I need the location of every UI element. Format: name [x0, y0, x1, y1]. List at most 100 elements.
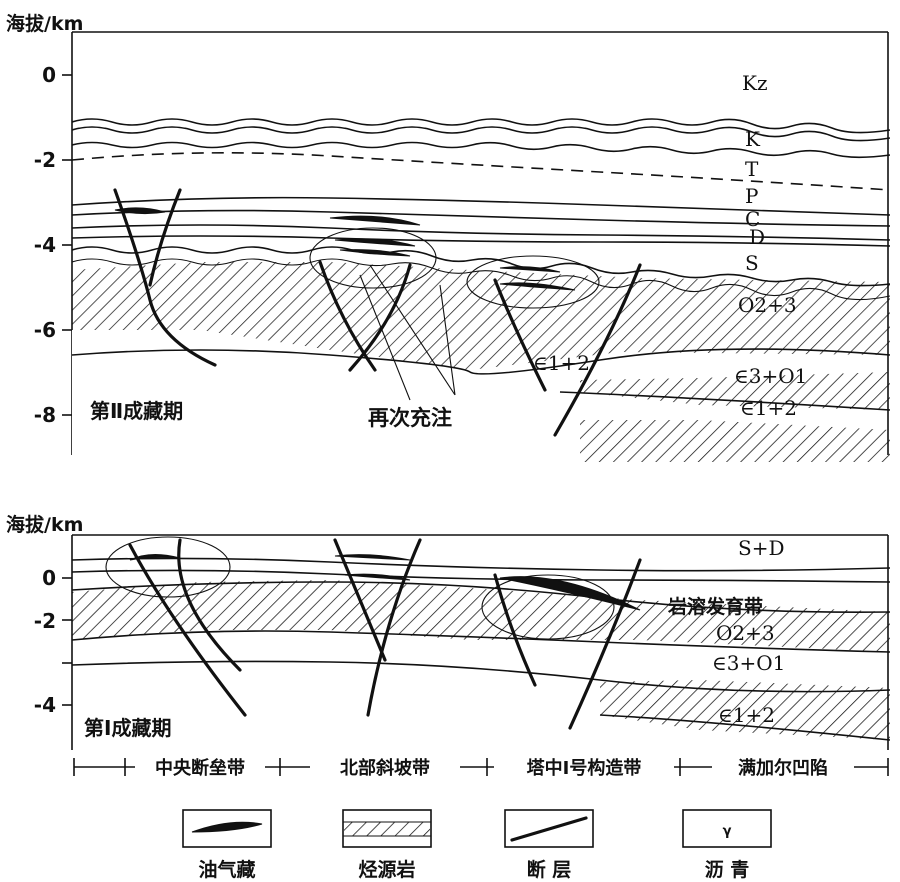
legend-label-bitumen: 沥 青	[705, 859, 750, 881]
strat-label-cambrian3-o1: ∈3+O1	[734, 364, 807, 388]
strat-label-d: D	[749, 225, 765, 249]
lower-tick-label: -4	[34, 693, 56, 717]
legend-item-fault: 断 层	[504, 809, 594, 881]
lower-strat-label-sd: S+D	[738, 536, 785, 560]
svg-text:γ: γ	[723, 824, 732, 839]
upper-unconformity-base-kz	[72, 118, 890, 134]
upper-hatched-ordovician-block	[72, 262, 890, 370]
lower-oil-reservoir	[129, 554, 181, 561]
upper-oil-reservoir	[499, 282, 576, 291]
strat-label-o23: O2+3	[738, 293, 797, 317]
strat-label-p: P	[745, 184, 758, 208]
upper-horizon-cambrian-mid	[559, 391, 890, 411]
upper-lower-blank	[72, 330, 560, 462]
lower-y-ticks: 0 -2 -4	[34, 566, 72, 717]
upper-oil-reservoir	[334, 238, 416, 247]
upper-horizon-p-top	[72, 196, 890, 216]
upper-axis-title: 海拔/km	[6, 12, 83, 35]
lower-period-label: 第Ⅰ成藏期	[84, 716, 171, 740]
zone-label-north-slope: 北部斜坡带	[340, 757, 430, 779]
upper-dashed-horizon	[72, 152, 890, 191]
lower-oil-reservoir	[344, 573, 411, 581]
legend-item-source-rock: 烃源岩	[342, 809, 432, 881]
lower-fault-1	[128, 543, 247, 717]
lower-oil-reservoir	[499, 576, 641, 611]
upper-oil-reservoir	[339, 249, 411, 257]
upper-period-label: 第Ⅱ成藏期	[90, 399, 183, 423]
strat-label-cambrian-12: ∈1+2	[533, 351, 590, 375]
upper-reservoir-ellipse-north-slope	[309, 227, 437, 289]
strat-label-kz: Kz	[742, 71, 767, 95]
upper-tick-label: -6	[34, 318, 56, 342]
upper-unconformity-k	[72, 126, 890, 142]
upper-unconformity-t	[72, 141, 890, 159]
legend-label-oil: 油气藏	[198, 858, 255, 881]
lower-strat-label-cambrian3-o1: ∈3+O1	[712, 651, 785, 675]
upper-unconformity-s	[72, 246, 890, 287]
lower-horizon-o-base	[72, 630, 890, 653]
lower-annotation-karst: 岩溶发育带	[667, 595, 763, 618]
upper-tick-label: -8	[34, 403, 56, 427]
upper-fault-4	[348, 263, 412, 372]
upper-hatched-cambrian-right	[580, 372, 890, 410]
fault-icon	[504, 809, 594, 848]
lower-fault-3	[333, 538, 387, 662]
strat-label-c: C	[745, 207, 760, 231]
upper-fault-1	[113, 188, 217, 367]
zone-label-tazhong-i: 塔中Ⅰ号构造带	[527, 757, 642, 779]
upper-fault-3	[318, 260, 377, 372]
oil-reservoir-icon	[182, 809, 272, 848]
lower-panel: 海拔/km 0 -2 -4	[6, 513, 890, 750]
legend-item-bitumen: γ 沥 青	[682, 809, 772, 881]
lower-horizon-cambrian12	[599, 714, 890, 741]
upper-horizon-d	[72, 235, 890, 247]
lower-reservoir-ellipse-central	[105, 536, 231, 598]
lower-reservoir-ellipse-tazhong-i	[481, 574, 615, 640]
upper-tick-label: 0	[42, 63, 56, 87]
lower-fault-5	[493, 573, 537, 687]
upper-oil-reservoir	[499, 266, 561, 273]
zone-label-central-horst: 中央断垒带	[155, 757, 245, 779]
lower-strat-label-o23: O2+3	[716, 621, 775, 645]
lower-tick-label: 0	[42, 566, 56, 590]
upper-reservoir-ellipse-tazhong-i	[466, 255, 600, 309]
upper-oil-reservoir	[329, 215, 421, 226]
upper-fault-6	[553, 263, 642, 437]
upper-horizon-c	[72, 224, 890, 241]
lower-horizon-o-top	[72, 581, 890, 614]
legend-item-oil: 油气藏	[182, 809, 272, 881]
upper-panel: 海拔/km 0 -2 -4 -6 -8	[6, 12, 890, 462]
upper-horizon-p-base	[72, 209, 890, 227]
source-rock-icon	[342, 809, 432, 848]
upper-tick-label: -2	[34, 148, 56, 172]
upper-charge-paths	[359, 264, 456, 401]
strat-label-s: S	[745, 251, 759, 275]
lower-hatched-cambrian-block	[600, 680, 890, 740]
zone-bar: 中央断垒带 北部斜坡带 塔中Ⅰ号构造带 满加尔凹陷	[73, 756, 889, 779]
lower-fault-6	[568, 558, 642, 730]
lower-horizon-s	[72, 569, 890, 583]
upper-y-ticks: 0 -2 -4 -6 -8	[34, 63, 72, 427]
bitumen-icon	[682, 809, 772, 848]
strat-label-k: K	[745, 127, 761, 151]
strat-label-cambrian-12-right: ∈1+2	[740, 396, 797, 420]
lower-tick-label: -2	[34, 609, 56, 633]
strat-label-t: T	[745, 157, 759, 181]
upper-hatched-cambrian-bottom	[580, 420, 890, 462]
zone-label-manjiaer: 满加尔凹陷	[738, 757, 828, 779]
lower-hatched-ordovician-block	[72, 580, 890, 652]
legend-label-fault: 断 层	[527, 858, 572, 881]
legend-label-source-rock: 烃源岩	[358, 858, 415, 881]
upper-fault-2	[148, 188, 182, 287]
legend: 油气藏 烃源岩 断 层 γ 沥 青	[182, 809, 772, 881]
lower-axis-title: 海拔/km	[6, 513, 83, 536]
lower-fault-2	[177, 538, 242, 672]
lower-oil-reservoir	[334, 554, 411, 561]
upper-fault-5	[493, 278, 547, 392]
lower-horizon-top	[72, 557, 890, 572]
upper-oil-reservoir	[114, 207, 166, 215]
lower-fault-4	[366, 538, 422, 717]
upper-annotation-recharge: 再次充注	[368, 406, 452, 430]
upper-tick-label: -4	[34, 233, 56, 257]
